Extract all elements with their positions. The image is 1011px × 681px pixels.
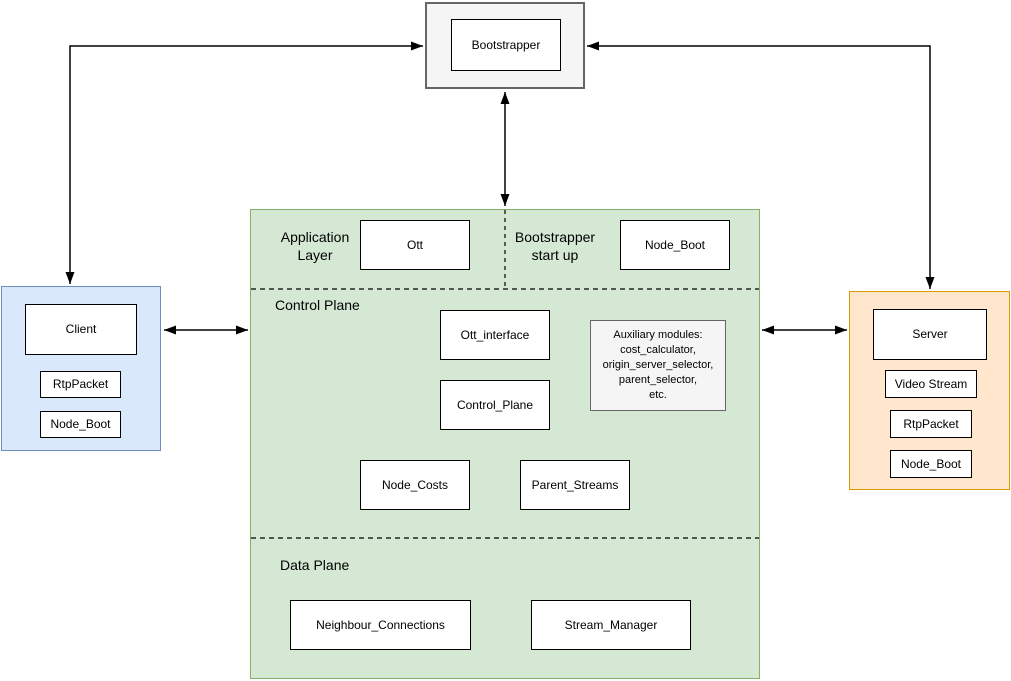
server-title-box: Server: [873, 309, 987, 360]
server-module-label: RtpPacket: [903, 416, 959, 431]
auxiliary-modules-note: Auxiliary modules: cost_calculator, orig…: [590, 320, 726, 411]
stream-manager-label: Stream_Manager: [564, 617, 658, 632]
node-costs-label: Node_Costs: [381, 477, 449, 492]
server-title: Server: [912, 327, 948, 342]
bootstrapper-box: Bootstrapper: [451, 19, 561, 71]
server-module-rtppacket: RtpPacket: [890, 410, 972, 438]
data-plane-label: Data Plane: [280, 557, 350, 573]
nodeboot-startup-box: Node_Boot: [620, 220, 730, 270]
control-plane-box-label: Control_Plane: [456, 397, 534, 412]
client-module-label: Node_Boot: [50, 417, 111, 432]
client-module-nodeboot: Node_Boot: [40, 411, 121, 438]
node-costs-box: Node_Costs: [360, 460, 470, 510]
ott-interface-box: Ott_interface: [440, 310, 550, 360]
server-module-label: Node_Boot: [900, 456, 962, 471]
parent-streams-box: Parent_Streams: [520, 460, 630, 510]
control-plane-label: Control Plane: [275, 297, 360, 313]
client-module-label: RtpPacket: [52, 377, 109, 392]
server-module-nodeboot: Node_Boot: [890, 450, 972, 478]
neighbour-connections-box: Neighbour_Connections: [290, 600, 471, 650]
bootstrapper-startup-label: Bootstrapper start up: [514, 229, 596, 263]
ott-module-label: Ott: [406, 237, 423, 252]
server-module-videostream: Video Stream: [885, 370, 977, 398]
control-plane-box: Control_Plane: [440, 380, 550, 430]
client-title-box: Client: [25, 304, 137, 355]
client-module-rtppacket: RtpPacket: [40, 371, 121, 398]
client-title: Client: [65, 322, 97, 337]
nodeboot-startup-label: Node_Boot: [644, 237, 706, 252]
server-module-label: Video Stream: [894, 376, 968, 391]
parent-streams-label: Parent_Streams: [531, 477, 619, 492]
ott-module-box: Ott: [360, 220, 470, 270]
stream-manager-box: Stream_Manager: [531, 600, 691, 650]
application-layer-label: Application Layer: [280, 229, 350, 263]
ott-interface-label: Ott_interface: [460, 327, 530, 342]
bootstrapper-label: Bootstrapper: [471, 37, 541, 52]
neighbour-connections-label: Neighbour_Connections: [316, 617, 445, 632]
